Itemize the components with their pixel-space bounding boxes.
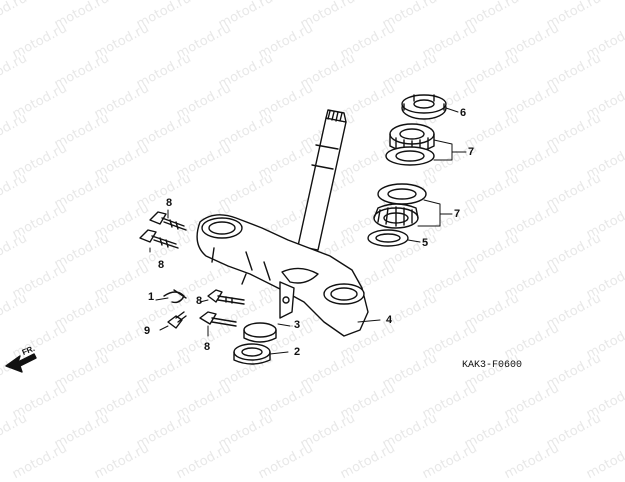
callout-8: 8 (166, 197, 173, 209)
cable-guide (243, 322, 277, 343)
steering-nut (401, 94, 447, 120)
dust-seal (367, 229, 409, 247)
callout-7: 7 (468, 146, 475, 158)
front-arrow (5, 353, 37, 373)
steering-stem (297, 109, 347, 251)
bolt-lower (207, 289, 245, 305)
callout-5: 5 (422, 237, 429, 249)
callout-9: 9 (144, 325, 151, 337)
callout-8d: 8 (204, 341, 211, 353)
callout-7b: 7 (454, 208, 461, 220)
callout-8b: 8 (158, 259, 165, 271)
callout-1: 1 (148, 291, 155, 303)
bolt-upper (149, 211, 187, 231)
upper-bearing (385, 123, 435, 166)
guide-ring (233, 343, 271, 365)
bolt-lower-2 (199, 311, 237, 327)
callout-8c: 8 (196, 295, 203, 307)
clip (163, 289, 187, 304)
exploded-view-drawing (5, 94, 467, 373)
bolt-upper-2 (139, 229, 179, 249)
hose-guide (279, 281, 295, 319)
callout-2: 2 (294, 346, 301, 358)
screw (167, 311, 187, 329)
bottom-bridge (196, 214, 369, 337)
lower-bearing (373, 183, 427, 229)
callout-6: 6 (460, 107, 467, 119)
callout-3: 3 (294, 319, 301, 331)
callout-4: 4 (386, 314, 393, 326)
diagram-code: KAK3-F0600 (462, 360, 523, 371)
leader-lines (149, 107, 467, 355)
